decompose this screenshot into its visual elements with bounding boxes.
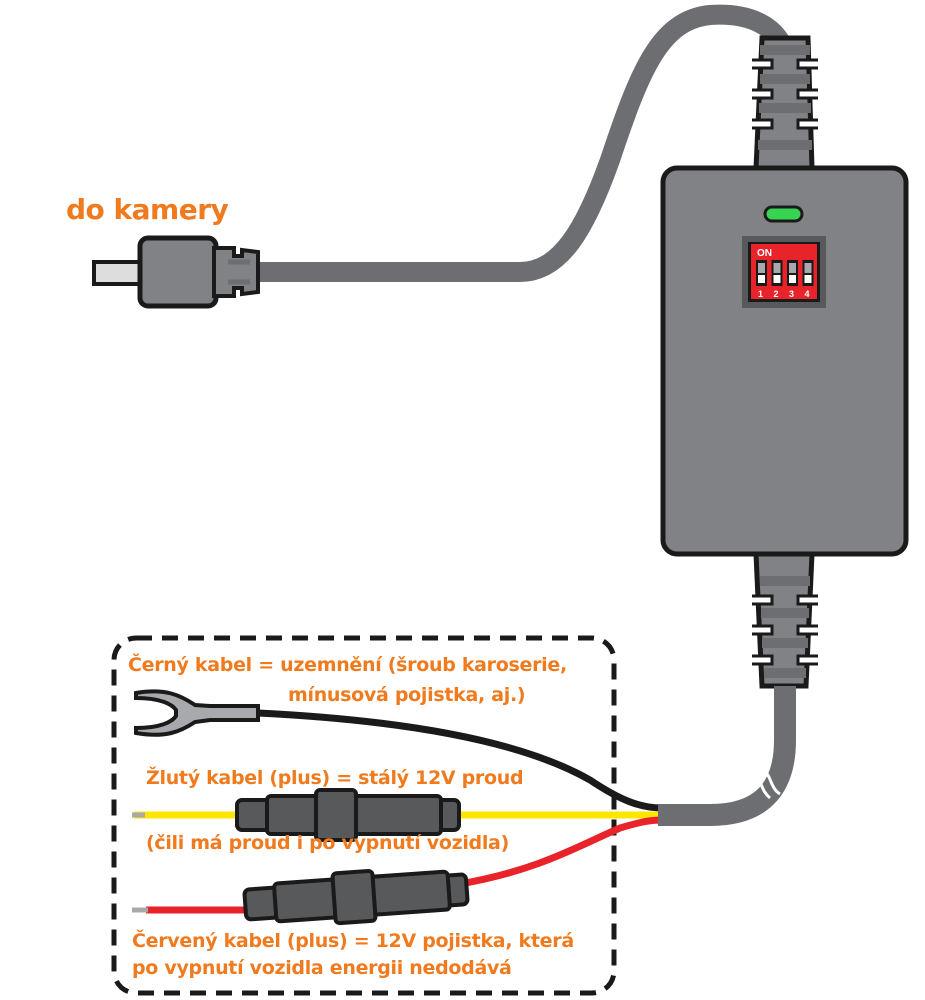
red-cable-label-line2: po vypnutí vozidla energii nedodává	[132, 957, 512, 979]
yellow-cable-label-line2: (čili má proud i po vypnutí vozidla)	[146, 832, 509, 854]
dip-switch-number: 1	[758, 289, 763, 299]
camera-label: do kamery	[66, 193, 229, 226]
red-fuse-holder	[242, 869, 470, 926]
box-bottom-strain-relief	[752, 551, 818, 689]
camera-cable	[258, 4, 792, 282]
cable-sleeve-end	[658, 804, 688, 826]
fork-terminal	[134, 689, 260, 737]
led-indicator	[763, 205, 804, 223]
black-cable-label-line2: mínusová pojistka, aj.)	[288, 684, 526, 706]
red-cable-label-line1: Červený kabel (plus) = 12V pojistka, kte…	[132, 930, 574, 952]
dip-switch-2[interactable]: 2	[771, 260, 783, 299]
plug-body	[137, 235, 219, 309]
black-wire	[257, 709, 663, 812]
dip-on-label: ON	[757, 248, 772, 259]
box-top-strain-relief	[752, 35, 818, 171]
yellow-fuse-holder	[235, 788, 461, 842]
plug-strain-relief	[212, 246, 260, 298]
dip-switch-number: 2	[774, 289, 779, 299]
dip-switch-1[interactable]: 1	[756, 260, 767, 299]
camera-plug	[92, 235, 260, 309]
black-cable-label-line1: Černý kabel = uzemnění (šroub karoserie,	[128, 654, 567, 676]
dip-switch-4[interactable]: 4	[802, 260, 814, 299]
red-wire	[146, 816, 663, 914]
dip-switch-number: 3	[789, 289, 794, 299]
yellow-cable-label-line1: Žlutý kabel (plus) = stálý 12V proud	[146, 767, 524, 789]
dip-switch-number: 4	[805, 289, 810, 299]
cable-break-mark	[751, 766, 781, 800]
dip-switch-3[interactable]: 3	[787, 260, 798, 299]
